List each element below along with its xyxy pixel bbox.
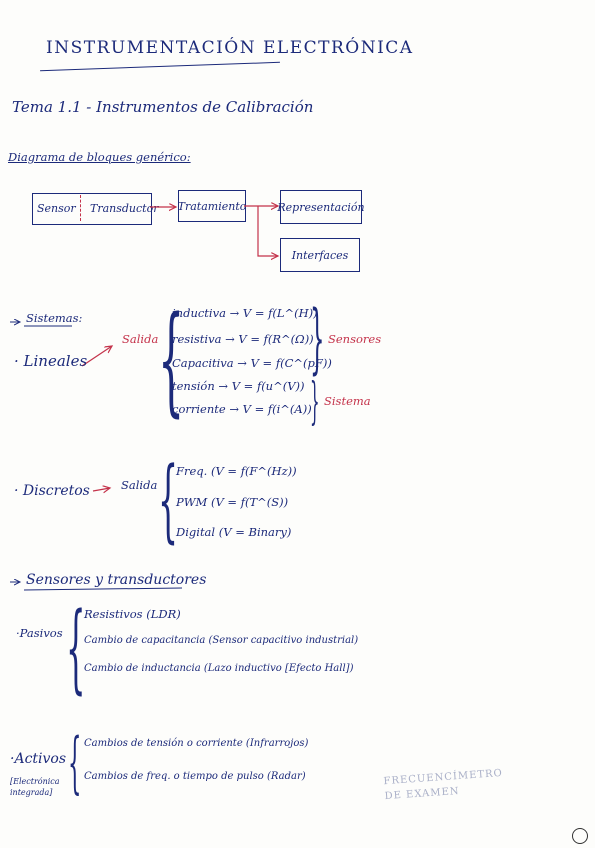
page-mark-icon — [572, 828, 588, 844]
sensors-heading: Sensores y transductores — [26, 572, 207, 588]
right-brace-sistema: } — [310, 372, 320, 430]
diagram-heading: Diagrama de bloques genérico: — [8, 150, 191, 164]
sensores-label: Sensores — [328, 332, 382, 346]
activos-item: Cambios de freq. o tiempo de pulso (Rada… — [84, 771, 306, 782]
sensor-transductor-block — [32, 193, 152, 225]
systems-heading: Sistemas: — [26, 311, 83, 325]
sistema-label: Sistema — [324, 394, 371, 408]
pasivos-item: Cambio de capacitancia (Sensor capacitiv… — [84, 635, 359, 646]
system-item: Capacitiva → V = f(C^(pF)) — [172, 356, 332, 370]
activos-brace: { — [68, 724, 82, 801]
lineales-label: · Lineales — [14, 352, 88, 370]
transductor-label: Transductor — [90, 202, 159, 215]
left-brace: { — [158, 290, 185, 428]
salida2-label: Salida — [121, 478, 158, 492]
topic-heading: Tema 1.1 - Instrumentos de Calibración — [12, 98, 314, 116]
salida-label: Salida — [122, 332, 159, 346]
activos-note: [Electrónica integrada] — [10, 777, 60, 798]
activos-text: Activos — [14, 751, 67, 767]
pasivos-item: Cambio de inductancia (Lazo inductivo [E… — [84, 663, 354, 674]
sensor-label: Sensor — [37, 202, 76, 215]
system-item: corriente → V = f(i^(A)) — [172, 402, 312, 416]
system-item: resistiva → V = f(R^(Ω)) — [172, 332, 314, 346]
discretos-brace: { — [158, 448, 179, 553]
pasivos-brace: { — [66, 592, 86, 704]
lineales-text: Lineales — [23, 352, 88, 370]
discrete-item: Digital (V = Binary) — [176, 525, 292, 539]
discrete-item: Freq. (V = f(F^(Hz)) — [176, 464, 297, 478]
pasivos-item: Resistivos (LDR) — [84, 607, 181, 621]
system-item: inductiva → V = f(L^(H)) — [172, 306, 318, 320]
representacion-block: Representación — [277, 190, 365, 224]
discretos-text: Discretos — [22, 483, 90, 499]
pasivos-label: ·Pasivos — [16, 626, 63, 640]
pasivos-text: Pasivos — [19, 626, 63, 640]
right-brace-sensores: } — [310, 293, 325, 382]
activos-label: ·Activos — [10, 751, 67, 767]
page-title: INSTRUMENTACIÓN ELECTRÓNICA — [46, 38, 414, 58]
activos-item: Cambios de tensión o corriente (Infrarro… — [84, 738, 309, 749]
system-item: tensión → V = f(u^(V)) — [172, 379, 305, 393]
discrete-item: PWM (V = f(T^(S)) — [176, 495, 289, 509]
interfaces-block: Interfaces — [280, 238, 360, 272]
discretos-label: · Discretos — [14, 483, 90, 499]
block-separator — [80, 195, 81, 221]
